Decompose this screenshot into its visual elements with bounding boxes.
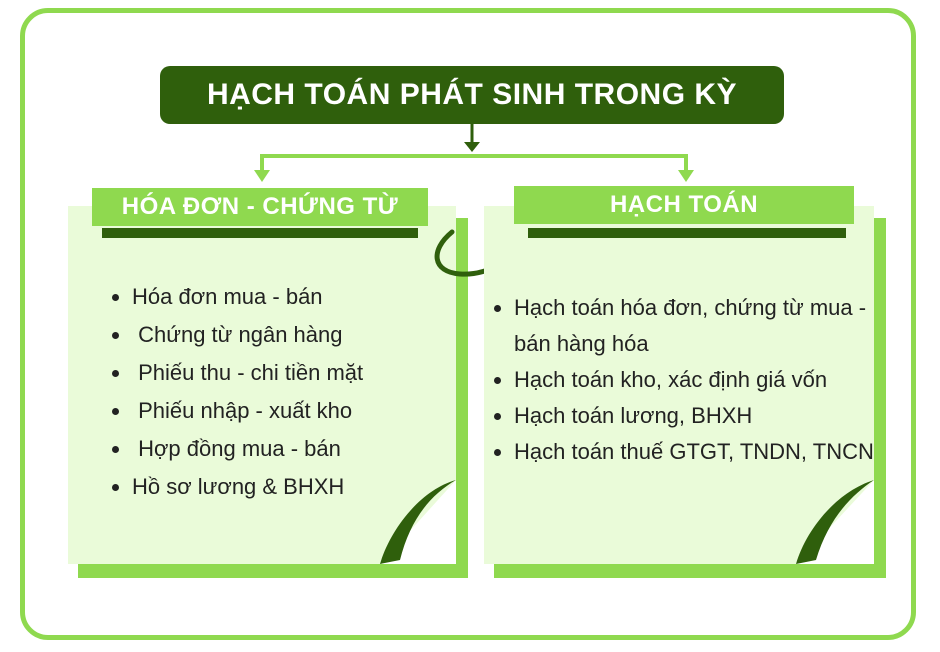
right-item-list: Hạch toán hóa đơn, chứng từ mua - bán hà… — [492, 290, 874, 470]
left-card — [68, 206, 456, 564]
right-card — [484, 206, 874, 564]
left-item-list: Hóa đơn mua - bán Chứng từ ngân hàng Phi… — [110, 278, 472, 506]
list-item: Phiếu nhập - xuất kho — [132, 392, 472, 430]
right-branch-arrow — [678, 170, 694, 182]
right-ribbon-shadow — [528, 228, 846, 238]
list-item: Hồ sơ lương & BHXH — [132, 468, 472, 506]
list-item: Hợp đồng mua - bán — [132, 430, 472, 468]
left-branch-arrow — [254, 170, 270, 182]
list-item: Hạch toán thuế GTGT, TNDN, TNCN — [514, 434, 874, 470]
list-item: Hạch toán lương, BHXH — [514, 398, 874, 434]
left-heading: HÓA ĐƠN - CHỨNG TỪ — [92, 188, 428, 226]
title-arrow-head — [464, 142, 480, 152]
branch-line — [260, 154, 688, 172]
list-item: Hạch toán kho, xác định giá vốn — [514, 362, 874, 398]
page-title: HẠCH TOÁN PHÁT SINH TRONG KỲ — [160, 66, 784, 124]
list-item: Hạch toán hóa đơn, chứng từ mua - bán hà… — [514, 290, 874, 362]
left-ribbon-shadow — [102, 228, 418, 238]
list-item: Chứng từ ngân hàng — [132, 316, 472, 354]
right-heading: HẠCH TOÁN — [514, 186, 854, 224]
list-item: Hóa đơn mua - bán — [132, 278, 472, 316]
list-item: Phiếu thu - chi tiền mặt — [132, 354, 472, 392]
